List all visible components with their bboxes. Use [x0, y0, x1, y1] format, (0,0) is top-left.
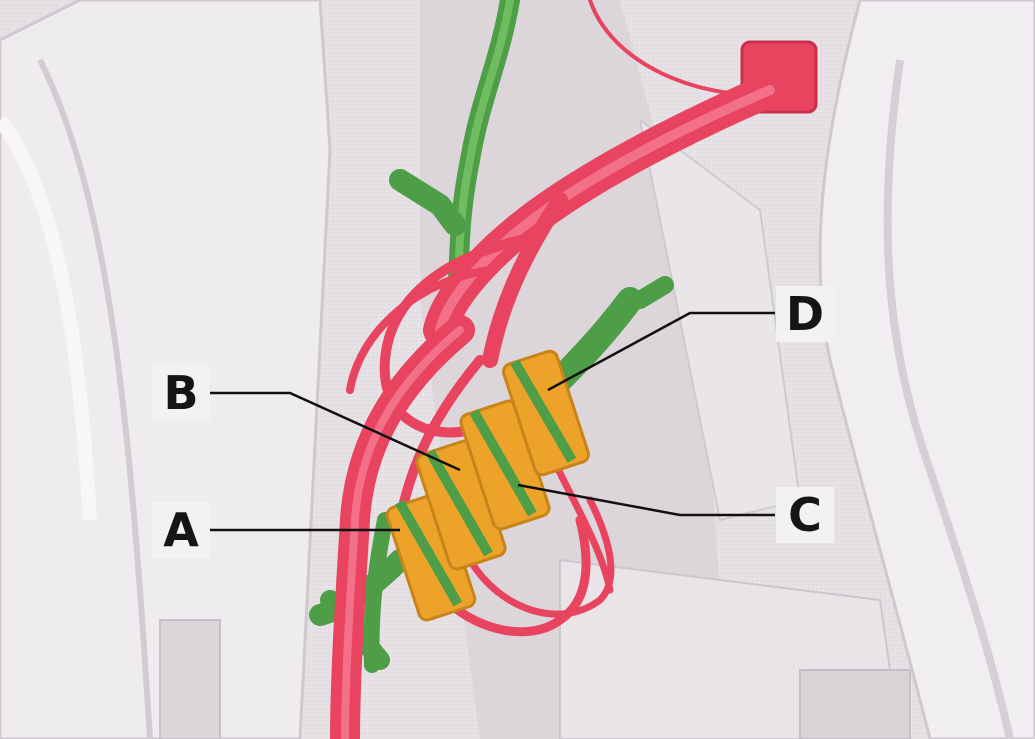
leader-lines — [210, 311, 775, 532]
left-panel-edge — [37, 58, 153, 739]
relay-connector-d — [502, 349, 590, 477]
callout-label-c: C — [776, 487, 834, 543]
left-bracket — [159, 619, 221, 739]
leader-line-b — [210, 391, 461, 472]
leader-line-d — [547, 311, 775, 392]
left-panel-highlight — [0, 115, 97, 521]
callout-label-b: B — [152, 365, 210, 421]
relay-connector-c — [459, 399, 551, 531]
right-panel — [818, 0, 1035, 739]
callout-label-a: A — [152, 502, 210, 558]
callout-label-d: D — [776, 286, 834, 342]
right-panel-edge — [883, 59, 1014, 739]
lower-block — [799, 669, 911, 739]
leader-line-c — [517, 483, 775, 517]
